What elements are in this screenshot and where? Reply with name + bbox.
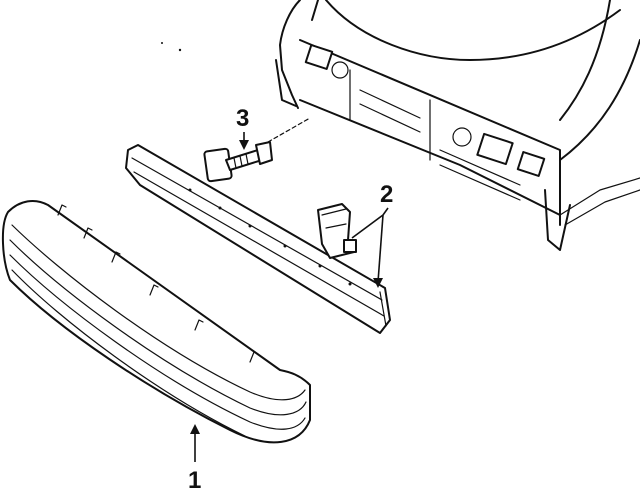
right-tail-lamp [476,132,514,166]
callout-3[interactable]: 3 [236,105,249,150]
bolt-head [255,141,273,165]
mounting-leader-line [267,117,311,143]
bolt-and-plate [203,141,273,183]
callout-1[interactable]: 1 [188,424,201,494]
right-lamp-round [452,127,472,147]
stray-mark [178,48,182,52]
vehicle-rear-body [275,0,640,251]
callout-1-number: 1 [188,467,201,494]
bumper-cover [1,199,311,444]
stray-mark [161,42,163,44]
left-tail-lamp [304,44,334,70]
callout-3-number: 3 [236,105,249,132]
bumper-impact-bar [125,144,391,334]
bumper-bracket [317,203,357,259]
callout-2[interactable]: 2 [351,181,393,288]
callout-2-number: 2 [380,181,393,208]
bolt-shank [225,149,263,171]
left-lamp-round [331,61,349,79]
